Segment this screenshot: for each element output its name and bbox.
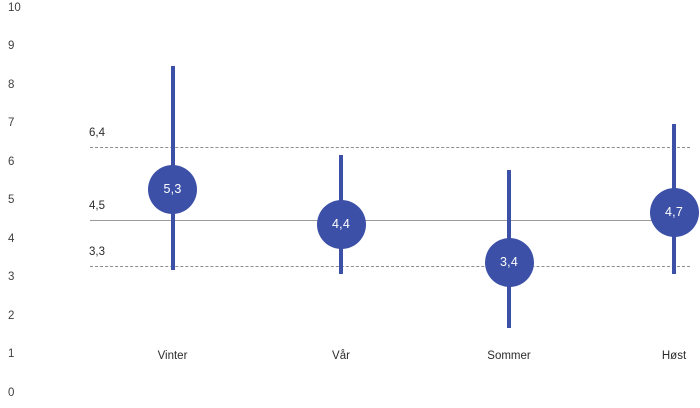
y-axis-tick-label: 0 <box>8 386 15 399</box>
reference-label-lower: 3,3 <box>89 246 105 259</box>
data-point-bubble[interactable]: 5,3 <box>148 164 197 214</box>
y-axis-tick-label: 9 <box>8 40 15 52</box>
y-axis-tick-label: 2 <box>8 309 15 322</box>
x-axis-category-label: Vår <box>332 350 350 362</box>
data-point-bubble[interactable]: 4,7 <box>649 188 699 238</box>
y-axis-tick-label: 5 <box>8 194 15 206</box>
y-axis-tick-label: 10 <box>8 1 21 14</box>
data-point-bubble[interactable]: 3,4 <box>484 238 534 288</box>
y-axis-tick-label: 4 <box>8 232 15 245</box>
data-point-bubble[interactable]: 4,4 <box>316 199 366 249</box>
y-axis-tick-label: 1 <box>8 348 15 360</box>
x-axis-category-label: Sommer <box>487 350 531 362</box>
y-axis-tick-label: 7 <box>8 117 15 129</box>
reference-label-mean: 4,5 <box>89 200 105 213</box>
reference-line-lower <box>90 266 690 268</box>
x-axis-category-label: Høst <box>661 350 687 362</box>
reference-line-upper <box>90 147 690 149</box>
x-axis-category-label: Vinter <box>157 350 188 362</box>
reference-line-mean <box>90 220 690 222</box>
y-axis-tick-label: 6 <box>8 155 15 168</box>
reference-label-upper: 6,4 <box>89 127 105 140</box>
y-axis-tick-label: 3 <box>8 271 15 283</box>
y-axis-tick-label: 8 <box>8 78 15 91</box>
